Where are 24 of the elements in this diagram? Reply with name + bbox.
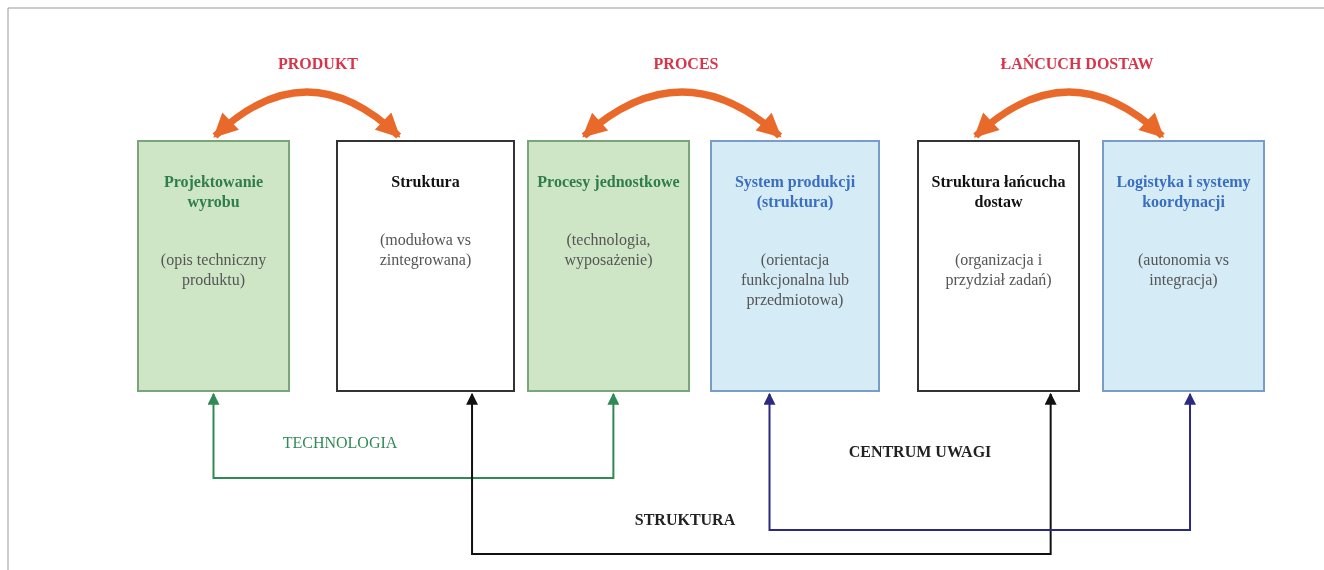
process-box xyxy=(137,140,290,392)
box-heading: Projektowanie wyrobu xyxy=(162,172,265,212)
process-box xyxy=(917,140,1080,392)
connector-arrow xyxy=(763,392,1196,531)
box-heading: Struktura xyxy=(391,172,460,192)
box-description: (orientacja funkcjonalna lub przedmiotowa) xyxy=(740,250,850,310)
curved-double-arrow xyxy=(581,88,782,139)
curved-double-arrow xyxy=(973,88,1165,139)
process-box xyxy=(527,140,690,392)
box-description: (opis techniczny produktu) xyxy=(159,250,268,290)
box-heading: System produkcji (struktura) xyxy=(733,172,857,212)
box-description: (organizacja i przydział zadań) xyxy=(944,250,1053,290)
connector-arrow xyxy=(207,392,620,479)
box-heading: Procesy jednostkowe xyxy=(537,172,680,192)
connector-arrow xyxy=(466,392,1057,555)
process-box xyxy=(336,140,515,392)
box-description: (autonomia vs integracja) xyxy=(1136,250,1231,290)
process-box xyxy=(710,140,880,392)
box-heading: Struktura łańcucha dostaw xyxy=(930,172,1067,212)
box-description: (technologia, wyposażenie) xyxy=(563,230,654,270)
curved-double-arrow xyxy=(212,88,401,139)
process-box xyxy=(1102,140,1265,392)
box-heading: Logistyka i systemy koordynacji xyxy=(1115,172,1252,212)
box-description: (modułowa vs zintegrowana) xyxy=(378,230,473,270)
